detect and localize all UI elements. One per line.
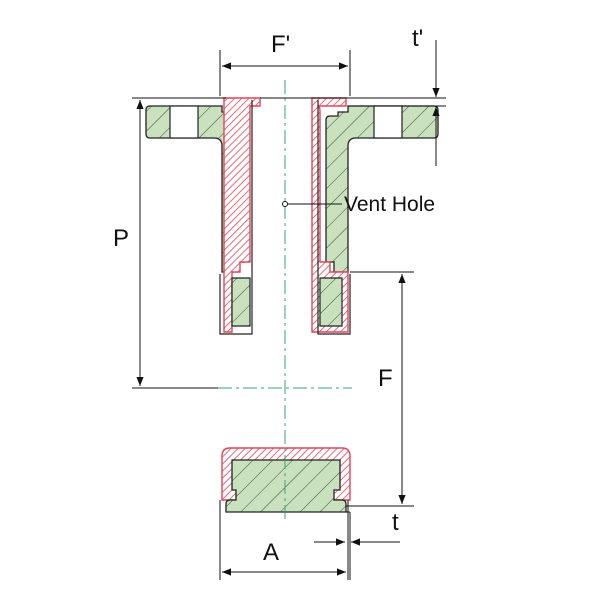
centerlines: [218, 80, 352, 520]
vent-hole-marker: [282, 201, 288, 207]
label-p: P: [113, 225, 129, 252]
label-f: F: [378, 365, 393, 392]
left-bolt-hole: [169, 105, 199, 139]
dimension-lines: [132, 40, 446, 580]
label-f-prime: F': [271, 31, 290, 58]
label-a: A: [263, 539, 279, 566]
label-t: t: [392, 509, 399, 536]
right-hub: [319, 277, 343, 327]
flanged-stem-section: [145, 97, 439, 335]
plug-body: [225, 459, 347, 513]
label-t-prime: t': [412, 25, 423, 52]
stem-outline: [219, 100, 351, 335]
left-hub: [231, 277, 251, 327]
plug-block-section: [221, 447, 351, 513]
label-vent-hole: Vent Hole: [344, 193, 435, 216]
left-lining: [223, 97, 261, 333]
right-bolt-hole: [373, 105, 403, 139]
